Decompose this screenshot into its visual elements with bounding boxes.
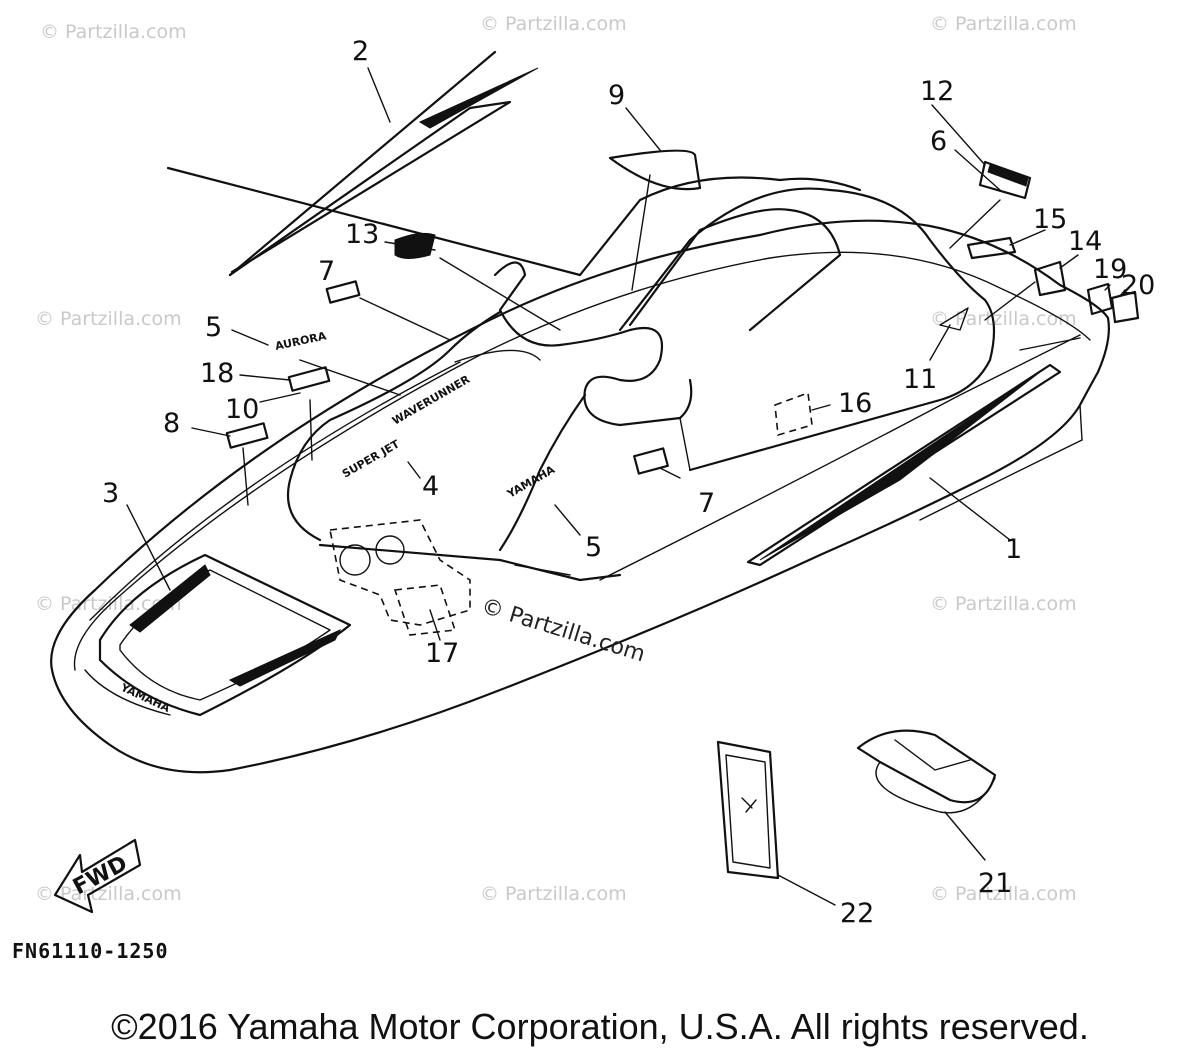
- watermark: © Partzilla.com: [35, 308, 182, 330]
- callout-18: 18: [200, 358, 234, 389]
- leader-lines: [126, 67, 1126, 641]
- callout-1: 1: [1005, 534, 1022, 565]
- watermark: © Partzilla.com: [35, 883, 182, 905]
- part-1-side-stripe: [746, 337, 1081, 567]
- watermark: © Partzilla.com: [35, 593, 182, 615]
- callout-16: 16: [838, 388, 872, 419]
- callout-2: 2: [352, 36, 369, 67]
- callout-3: 3: [102, 478, 119, 509]
- callout-19: 19: [1093, 254, 1127, 285]
- watermark-layer: © Partzilla.com © Partzilla.com © Partzi…: [35, 13, 1077, 905]
- watermark: © Partzilla.com: [930, 593, 1077, 615]
- yamaha-front-decal-text: YAMAHA: [118, 681, 173, 716]
- yamaha-seat-decal-text: YAMAHA: [504, 463, 557, 501]
- callout-5-upper: 5: [205, 312, 222, 343]
- callout-11: 11: [903, 364, 937, 395]
- callout-13: 13: [345, 219, 379, 250]
- hull-outline: [50, 219, 1110, 774]
- callout-4: 4: [422, 471, 439, 502]
- callout-15: 15: [1033, 204, 1067, 235]
- callout-numbers: 1 2 3 4 5 5 6 7 7 8 9 10 11 12 13 14 15 …: [102, 36, 1155, 929]
- part-22-manual: [716, 740, 836, 906]
- center-watermark: © Partzilla.com: [478, 594, 648, 668]
- callout-12: 12: [920, 76, 954, 107]
- callout-9: 9: [608, 80, 625, 111]
- part-2-stripe-decal: [228, 50, 539, 277]
- part-21-bag: [856, 729, 997, 861]
- watermark: © Partzilla.com: [930, 883, 1077, 905]
- super-jet-decal-text: SUPER JET: [340, 437, 402, 480]
- callout-17: 17: [425, 638, 459, 669]
- dashed-parts: [329, 391, 813, 636]
- copyright-notice: ©2016 Yamaha Motor Corporation, U.S.A. A…: [111, 1006, 1089, 1047]
- floating-decals-right: [966, 160, 1140, 324]
- watermark: © Partzilla.com: [480, 13, 627, 35]
- callout-8: 8: [163, 408, 180, 439]
- watermark: © Partzilla.com: [40, 21, 187, 43]
- watermark: © Partzilla.com: [480, 883, 627, 905]
- callout-20: 20: [1121, 270, 1155, 301]
- callout-21: 21: [978, 868, 1012, 899]
- callout-22: 22: [840, 898, 874, 929]
- callout-10: 10: [225, 394, 259, 425]
- aurora-decal-text: AURORA: [274, 329, 328, 353]
- part-3-hatch: [84, 553, 352, 717]
- callout-14: 14: [1068, 226, 1102, 257]
- callout-7-upper: 7: [318, 256, 335, 287]
- watermark: © Partzilla.com: [930, 308, 1077, 330]
- callout-7-lower: 7: [698, 488, 715, 519]
- callout-5-lower: 5: [585, 532, 602, 563]
- watermark: © Partzilla.com: [930, 13, 1077, 35]
- seat-body: [166, 166, 996, 582]
- part-9-panel: [608, 149, 702, 191]
- diagram-code: FN61110-1250: [12, 939, 169, 963]
- callout-6: 6: [930, 126, 947, 157]
